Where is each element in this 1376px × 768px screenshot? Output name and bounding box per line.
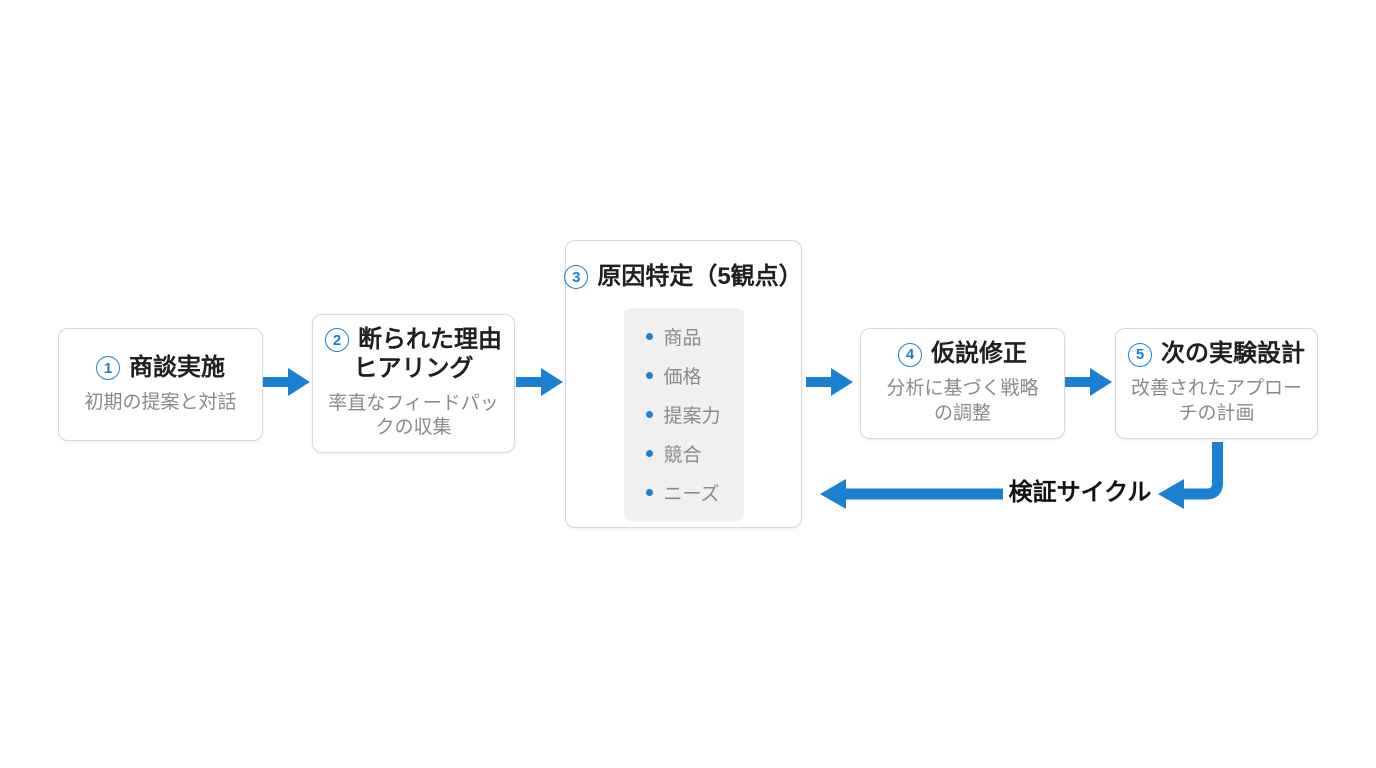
step-card-3: 3 原因特定（5観点） 商品 価格 提案力 競合 ニーズ bbox=[564, 240, 803, 528]
step-1-number-badge: 1 bbox=[96, 356, 120, 381]
step-card-5: 5 次の実験設計 改善されたアプロー チの計画 bbox=[1115, 328, 1318, 439]
step-1-subtitle: 初期の提案と対話 bbox=[84, 391, 236, 416]
step-card-2: 2 断られた理由 ヒアリング 率直なフィードパッ クの収集 bbox=[312, 314, 515, 453]
step-3-perspectives-panel: 商品 価格 提案力 競合 ニーズ bbox=[623, 307, 744, 521]
list-item-label: 価格 bbox=[663, 366, 702, 388]
step-4-title: 4 仮説修正 bbox=[898, 340, 1027, 369]
step-2-title-text: 断られた理由 bbox=[358, 326, 502, 354]
cycle-label: 検証サイクル bbox=[1008, 479, 1152, 506]
step-5-subtitle-line2: チの計画 bbox=[1178, 402, 1255, 424]
step-2-title: 2 断られた理由 bbox=[325, 326, 502, 355]
step-3-number-badge: 3 bbox=[564, 265, 589, 290]
list-item: 提案力 bbox=[624, 395, 744, 434]
step-4-subtitle-line2: の調整 bbox=[933, 402, 991, 424]
bullet-dot-icon bbox=[645, 449, 653, 457]
step-2-subtitle: 率直なフィードパッ クの収集 bbox=[328, 392, 499, 441]
list-item-label: 提案力 bbox=[663, 405, 721, 427]
step-4-subtitle: 分析に基づく戦略 の調整 bbox=[886, 377, 1038, 426]
list-item: ニーズ bbox=[624, 473, 744, 512]
step-5-subtitle: 改善されたアプロー チの計画 bbox=[1131, 377, 1302, 426]
list-item-label: 商品 bbox=[663, 327, 702, 349]
cycle-return-arrow-icon bbox=[820, 442, 1223, 509]
step-4-title-text: 仮説修正 bbox=[931, 340, 1027, 368]
bullet-dot-icon bbox=[645, 410, 653, 418]
list-item: 競合 bbox=[624, 434, 744, 473]
step-card-4: 4 仮説修正 分析に基づく戦略 の調整 bbox=[860, 328, 1065, 439]
step-card-1: 1 商談実施 初期の提案と対話 bbox=[58, 328, 263, 441]
arrow-step4-step5-icon bbox=[1065, 368, 1112, 396]
list-item-label: ニーズ bbox=[663, 483, 720, 505]
arrow-step3-step4-icon bbox=[806, 368, 853, 396]
arrow-step2-step3-icon bbox=[516, 368, 563, 396]
step-1-subtitle-line1: 初期の提案と対話 bbox=[84, 391, 237, 413]
step-2-subtitle-line1: 率直なフィードパッ bbox=[328, 392, 499, 414]
step-5-subtitle-line1: 改善されたアプロー bbox=[1130, 378, 1302, 400]
step-3-title-text: 原因特定（5観点） bbox=[597, 263, 803, 290]
step-5-title: 5 次の実験設計 bbox=[1128, 340, 1305, 369]
step-4-number-badge: 4 bbox=[898, 342, 922, 367]
step-5-title-text: 次の実験設計 bbox=[1161, 340, 1305, 368]
list-item: 商品 bbox=[624, 317, 744, 356]
step-4-subtitle-line1: 分析に基づく戦略 bbox=[886, 378, 1039, 400]
step-2-number-badge: 2 bbox=[325, 328, 349, 353]
step-5-number-badge: 5 bbox=[1128, 342, 1152, 367]
bullet-dot-icon bbox=[645, 371, 653, 379]
arrow-step1-step2-icon bbox=[263, 368, 310, 396]
step-2-subtitle-line2: クの収集 bbox=[375, 417, 452, 439]
list-item-label: 競合 bbox=[663, 444, 702, 466]
bullet-dot-icon bbox=[645, 488, 653, 496]
step-1-title-text: 商談実施 bbox=[129, 353, 225, 381]
step-1-title: 1 商談実施 bbox=[96, 354, 225, 383]
bullet-dot-icon bbox=[645, 332, 653, 340]
list-item: 価格 bbox=[624, 356, 744, 395]
step-3-title: 3 原因特定（5観点） bbox=[564, 263, 803, 292]
step-2-title-line2: ヒアリング bbox=[353, 354, 474, 382]
perspectives-list: 商品 価格 提案力 競合 ニーズ bbox=[624, 317, 744, 512]
